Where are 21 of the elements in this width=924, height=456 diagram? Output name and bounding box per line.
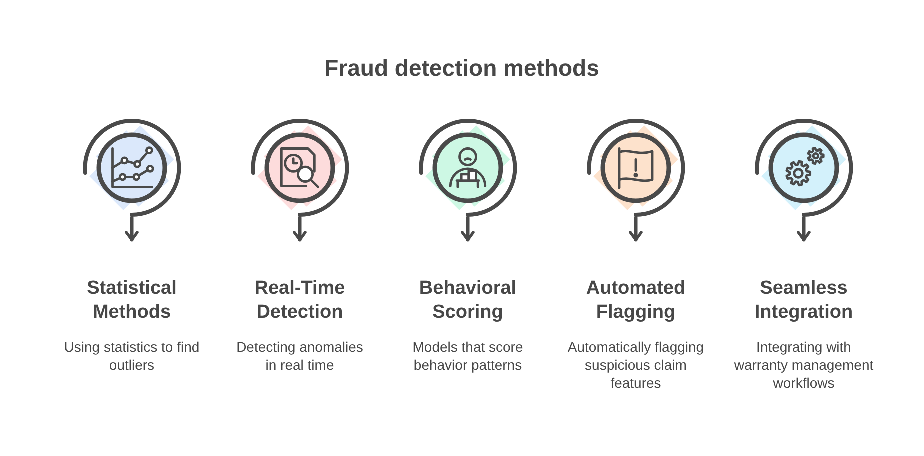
method-title: Behavioral Scoring: [418, 277, 518, 325]
circle-badge: [82, 118, 182, 218]
arrow: [461, 216, 475, 242]
method-description: Integrating with warranty management workflows: [734, 338, 874, 392]
method-title: Real-Time Detection: [254, 277, 346, 325]
circle-badge: [754, 118, 854, 218]
arrow: [629, 216, 643, 242]
method-title: Automated Flagging: [585, 277, 687, 325]
method-description: Detecting anomalies in real time: [236, 338, 364, 374]
arrow: [293, 216, 307, 242]
arrow: [797, 216, 811, 242]
arrow: [125, 216, 139, 242]
title: Fraud detection methods: [324, 54, 600, 83]
circle-badge: [418, 118, 518, 218]
circle-badge: [250, 118, 350, 218]
method-description: Automatically flagging suspicious claim features: [566, 338, 706, 392]
circle-badge: [586, 118, 686, 218]
method-title: Statistical Methods: [86, 277, 178, 325]
method-title: Seamless Integration: [754, 277, 854, 325]
method-description: Models that score behavior patterns: [412, 338, 524, 374]
method-description: Using statistics to find outliers: [63, 338, 201, 374]
